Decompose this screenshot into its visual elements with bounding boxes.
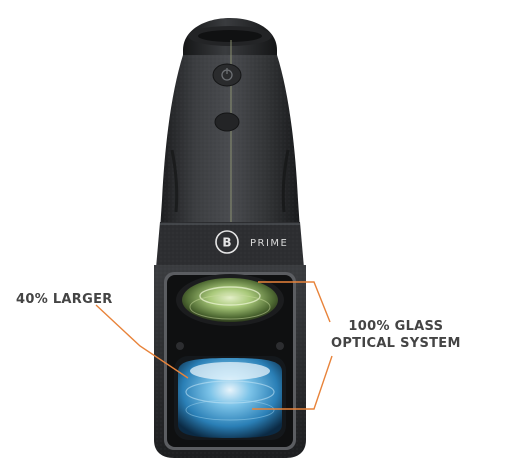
mode-button xyxy=(214,112,240,132)
leader-line-left xyxy=(95,304,189,379)
callout-glass-line1: 100% GLASS xyxy=(348,319,444,334)
objective-lens-green xyxy=(176,274,284,326)
housing-screw xyxy=(276,342,284,350)
objective-lens-blue xyxy=(174,356,286,440)
model-label: PRIME xyxy=(250,238,288,249)
housing-screw xyxy=(176,342,184,350)
rangefinder-body xyxy=(160,40,300,230)
leader-line-right-bottom xyxy=(252,355,333,410)
callout-glass-optics: 100% GLASS OPTICAL SYSTEM xyxy=(331,318,461,352)
brand-logo-icon: B xyxy=(215,230,239,254)
leader-line-right-top xyxy=(258,281,331,323)
front-collar xyxy=(156,222,304,268)
power-button xyxy=(212,63,242,87)
callout-larger: 40% LARGER xyxy=(16,292,113,307)
callout-glass-line2: OPTICAL SYSTEM xyxy=(331,336,461,351)
brand-logo-letter: B xyxy=(222,236,231,250)
